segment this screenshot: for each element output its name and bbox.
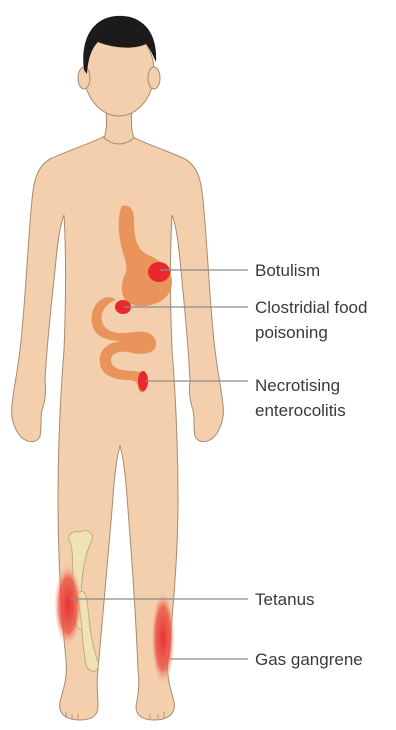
label-gas-gangrene: Gas gangrene bbox=[255, 650, 363, 669]
gas-gangrene-site bbox=[151, 590, 175, 686]
right-ear bbox=[148, 67, 160, 89]
body-silhouette bbox=[12, 132, 224, 720]
label-clostridial-line1: Clostridial food bbox=[255, 298, 367, 317]
tetanus-site bbox=[54, 563, 82, 647]
botulism-site bbox=[148, 262, 170, 282]
labels: Botulism Clostridial food poisoning Necr… bbox=[255, 261, 367, 669]
left-ear bbox=[78, 67, 90, 89]
label-necrotising-line1: Necrotising bbox=[255, 376, 340, 395]
label-necrotising-line2: enterocolitis bbox=[255, 401, 346, 420]
label-clostridial-line2: poisoning bbox=[255, 323, 328, 342]
label-tetanus: Tetanus bbox=[255, 590, 315, 609]
label-botulism: Botulism bbox=[255, 261, 320, 280]
human-figure bbox=[12, 16, 224, 720]
